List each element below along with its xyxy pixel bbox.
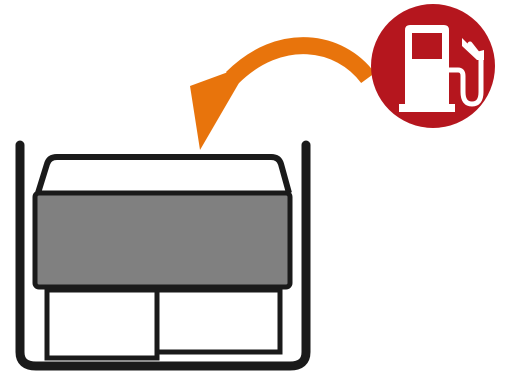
pump-hose (446, 41, 484, 107)
fuel-tank (32, 190, 293, 290)
generator-icon (15, 140, 311, 371)
fuel-pump-icon (399, 25, 484, 112)
generator-frame (15, 140, 311, 371)
generator-top-cover (35, 154, 292, 194)
pump-base (399, 104, 455, 112)
arrow-shaft (225, 37, 375, 85)
fuel-badge (371, 4, 495, 128)
curved-arrow-icon (190, 37, 375, 150)
lower-right-panel (154, 287, 283, 355)
lower-left-panel (44, 287, 160, 361)
arrow-head (190, 64, 250, 150)
pump-window (412, 33, 442, 59)
pump-nozzle (462, 38, 484, 60)
